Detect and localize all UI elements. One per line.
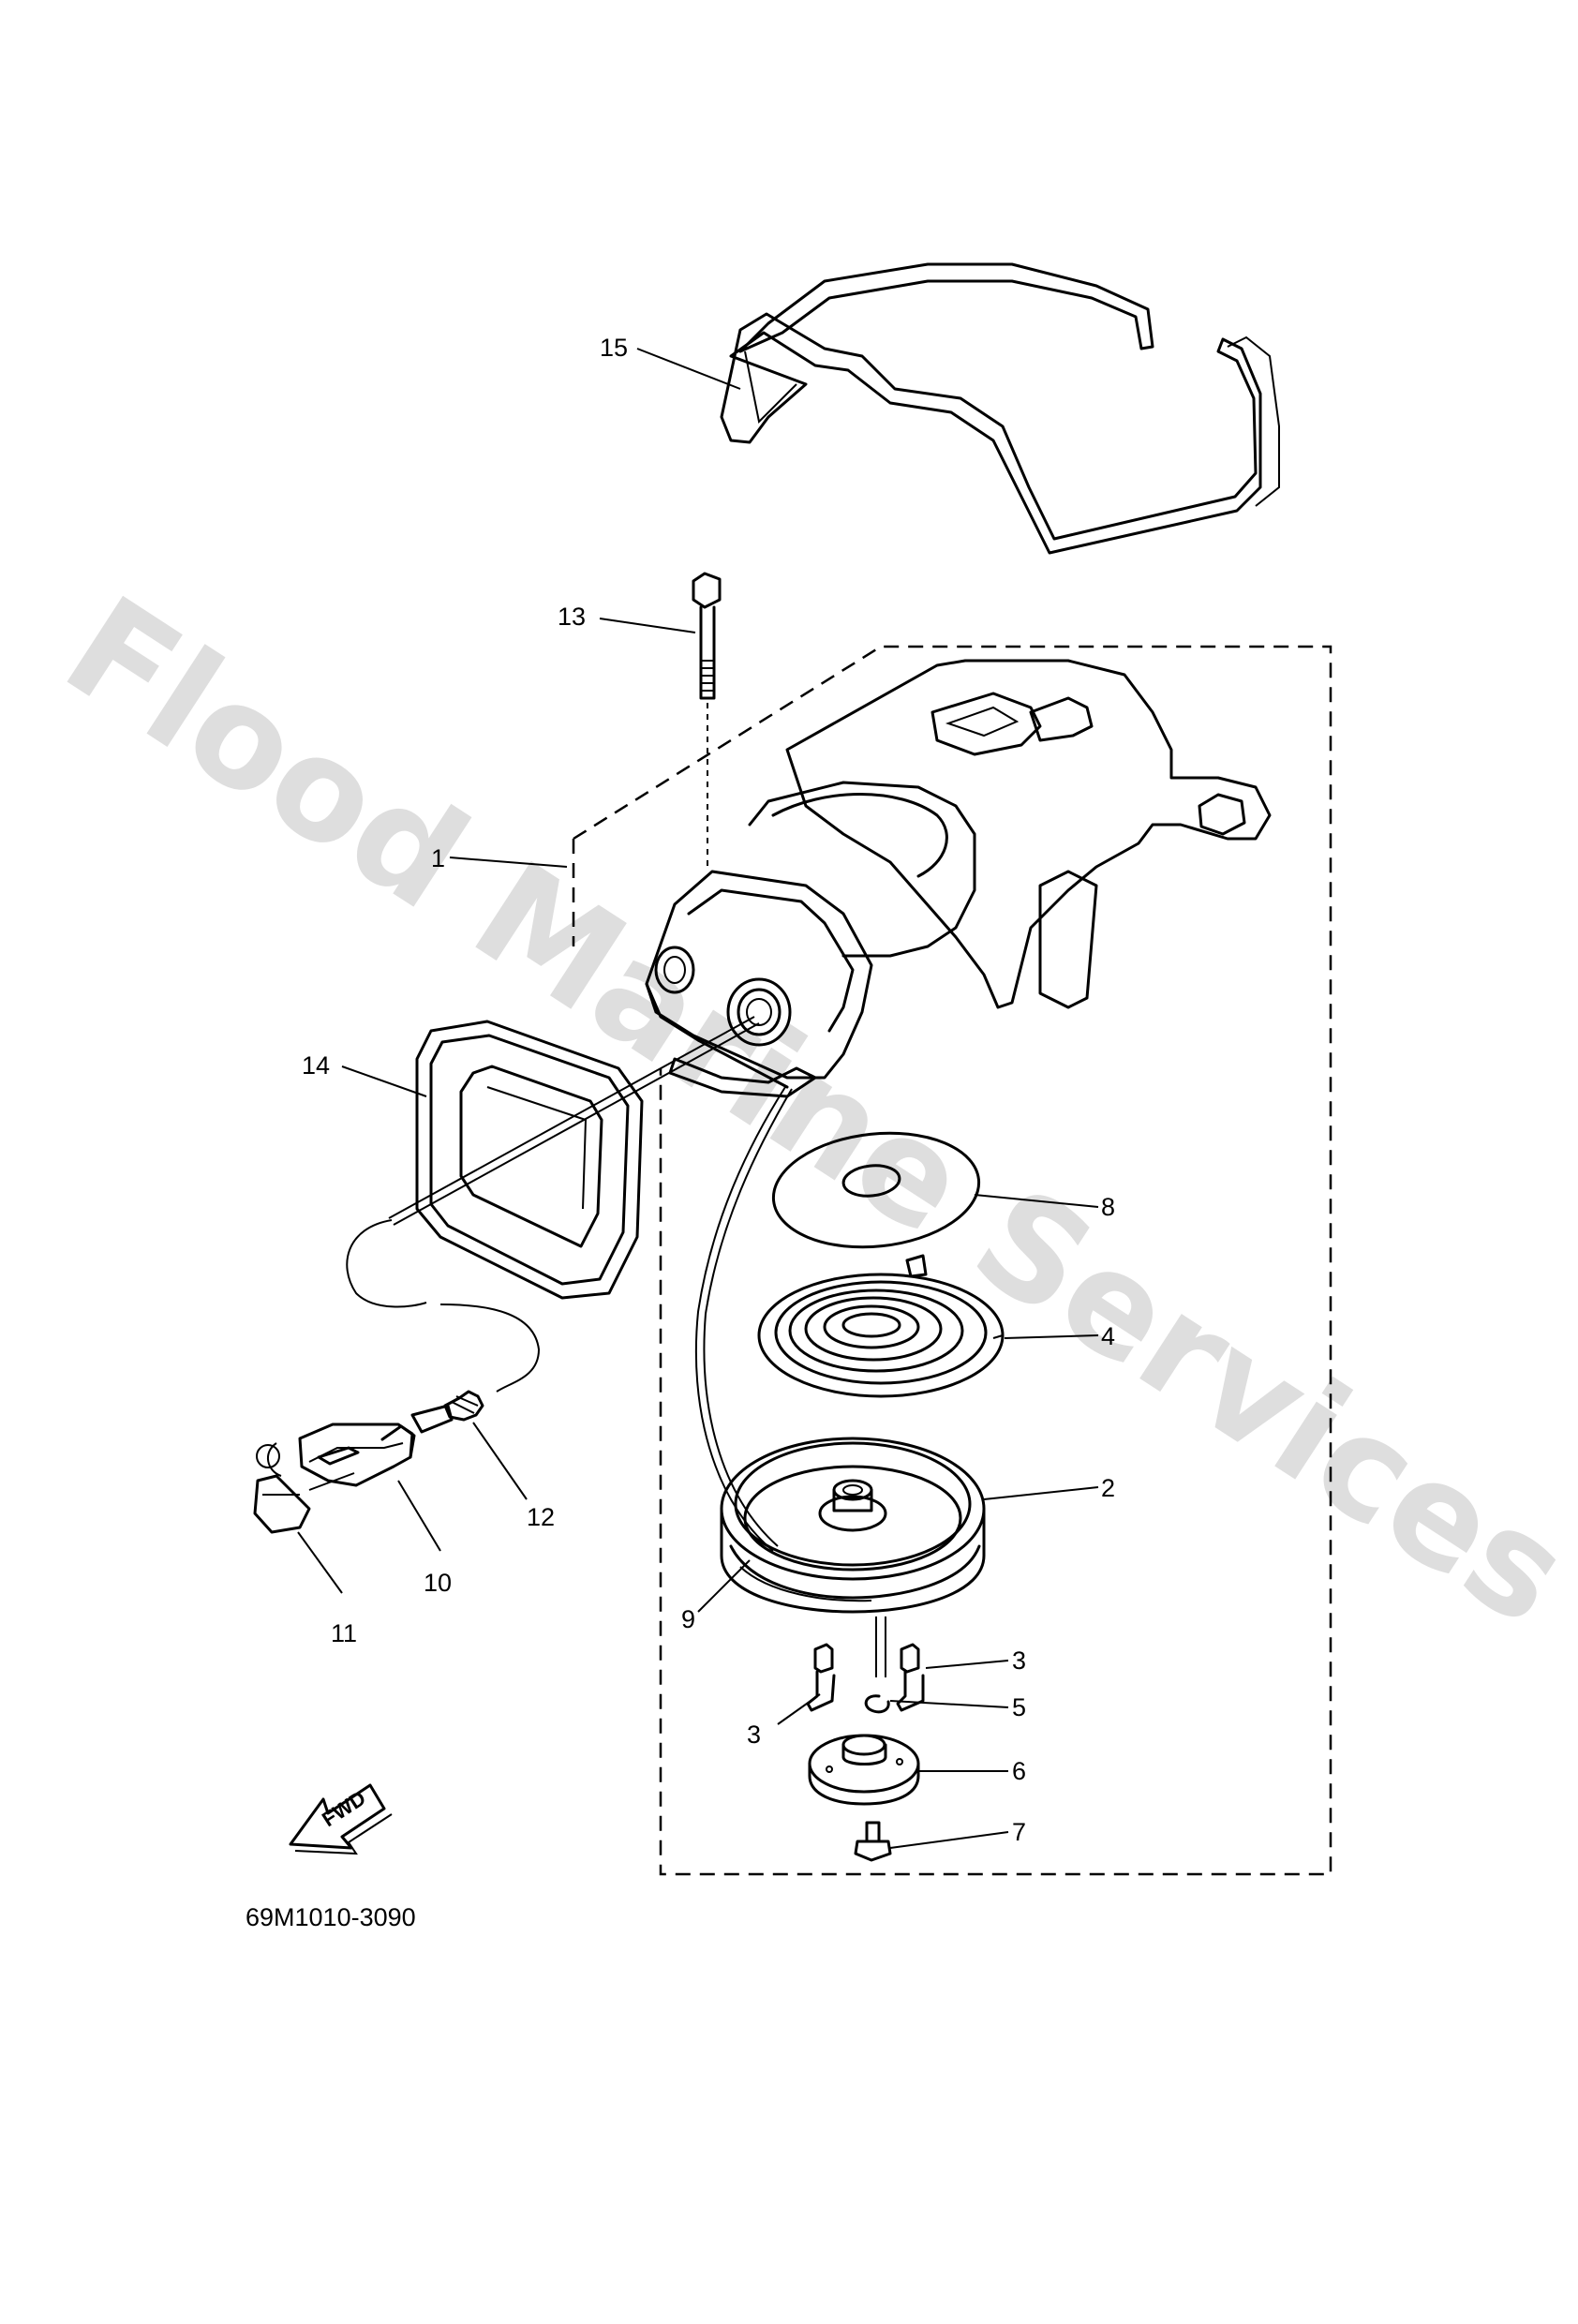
part-4-spiral-spring (757, 1254, 1005, 1398)
callout-leaders (297, 348, 1099, 1849)
callout-13: 13 (558, 603, 586, 631)
part-1-starter-housing (645, 659, 1272, 1098)
callout-4: 4 (1101, 1322, 1115, 1350)
callout-5: 5 (1012, 1693, 1026, 1721)
drawing-code: 69M1010-3090 (246, 1903, 416, 1931)
callout-14: 14 (302, 1051, 330, 1080)
callout-12: 12 (527, 1503, 555, 1531)
part-12-rope-plug (410, 1390, 484, 1434)
part-13-bolt (692, 572, 722, 872)
callout-10: 10 (424, 1569, 452, 1597)
part-3-pawl-right (896, 1643, 925, 1712)
callout-3-left: 3 (747, 1721, 761, 1749)
callout-1: 1 (431, 844, 445, 872)
watermark: Flood Marine Services (37, 566, 1578, 1657)
part-10-handle (298, 1423, 416, 1487)
assembly-boundary (572, 645, 1332, 1876)
callout-11: 11 (331, 1619, 357, 1647)
callout-labels: 1 2 3 3 4 5 6 7 8 9 10 11 12 13 14 15 (302, 334, 1115, 1846)
part-6-drive-plate (808, 1734, 920, 1806)
callout-6: 6 (1012, 1757, 1026, 1785)
callout-9: 9 (681, 1605, 695, 1633)
part-11-clip (253, 1442, 355, 1534)
part-15-cover-seal (720, 262, 1280, 555)
callout-15: 15 (600, 334, 628, 362)
part-7-screw (854, 1821, 892, 1862)
callout-3-right: 3 (1012, 1646, 1026, 1675)
part-8-plate (771, 1131, 981, 1249)
callout-8: 8 (1101, 1193, 1115, 1221)
callout-7: 7 (1012, 1818, 1026, 1846)
part-5-circlip (864, 1616, 890, 1714)
fwd-arrow-icon: FWD (289, 1783, 393, 1855)
callout-2: 2 (1101, 1474, 1115, 1502)
part-3-pawl-left (806, 1643, 836, 1712)
part-2-rope-reel (720, 1437, 986, 1614)
